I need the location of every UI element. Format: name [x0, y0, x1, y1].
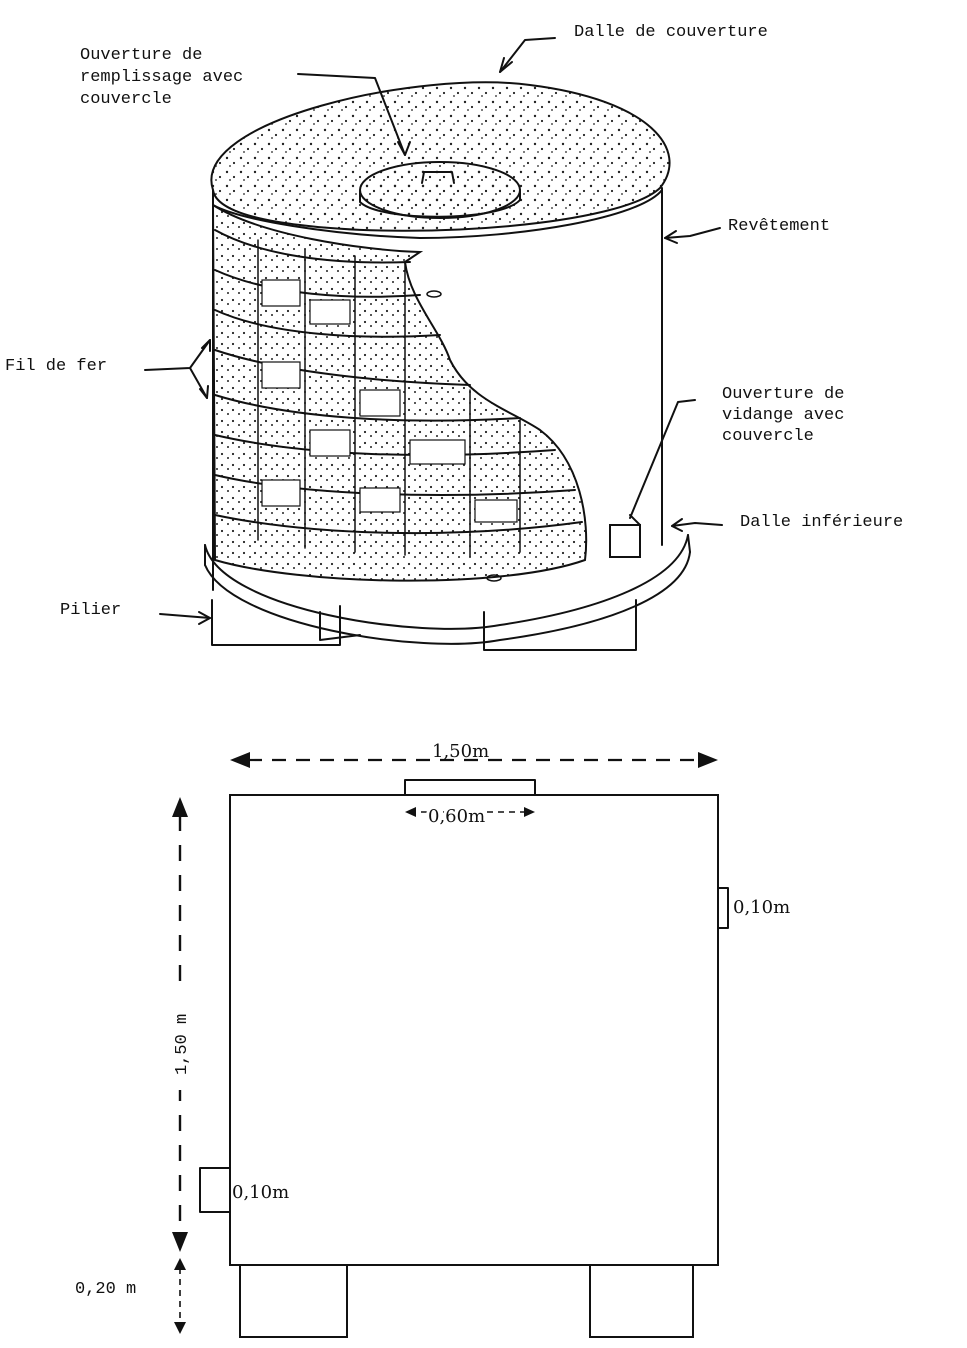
left-opening: [199, 1167, 231, 1213]
pillar-right: [589, 1264, 694, 1338]
pillars: [211, 599, 637, 651]
label-height: 1,50 m: [173, 1014, 192, 1075]
label-pillar-height: 0,20 m: [75, 1280, 136, 1299]
tank-body: [229, 794, 719, 1266]
label-fill-opening-line2: remplissage avec: [80, 68, 243, 87]
pillar-left: [239, 1264, 348, 1338]
label-wire: Fil de fer: [5, 357, 107, 376]
top-opening: [404, 779, 536, 796]
brick-cutaway: [211, 203, 588, 582]
label-width: 1,50m: [432, 741, 489, 762]
fill-opening-lid: [359, 161, 521, 219]
label-left-opening: 0,10m: [232, 1182, 289, 1203]
label-top-opening: 0,60m: [428, 806, 485, 827]
cover-slab: [210, 81, 671, 239]
label-drain-opening-line3: couvercle: [722, 427, 814, 446]
label-drain-opening-line2: vidange avec: [722, 406, 844, 425]
leader-lines: [144, 37, 723, 625]
label-fill-opening-line1: Ouverture de: [80, 46, 202, 65]
right-opening: [717, 887, 729, 929]
label-right-opening: 0,10m: [733, 897, 790, 918]
tank-elevation-drawing: 1,50m 0,60m 0,10m 1,50 m 0,10m 0,20 m: [75, 741, 790, 1338]
drain-opening: [609, 514, 641, 558]
label-cover-slab: Dalle de couverture: [574, 23, 768, 42]
pillar-height-dimension: [174, 1258, 186, 1334]
label-coating: Revêtement: [728, 217, 830, 236]
label-drain-opening-line1: Ouverture de: [722, 385, 844, 404]
tank-perspective-drawing: Dalle de couverture Ouverture de remplis…: [5, 23, 903, 651]
label-bottom-slab: Dalle inférieure: [740, 513, 903, 532]
label-pillar: Pilier: [60, 601, 121, 620]
width-dimension: [230, 752, 718, 768]
top-opening-dimension: [405, 807, 535, 817]
bottom-slab: [204, 534, 691, 645]
label-fill-opening-line3: couvercle: [80, 90, 172, 109]
